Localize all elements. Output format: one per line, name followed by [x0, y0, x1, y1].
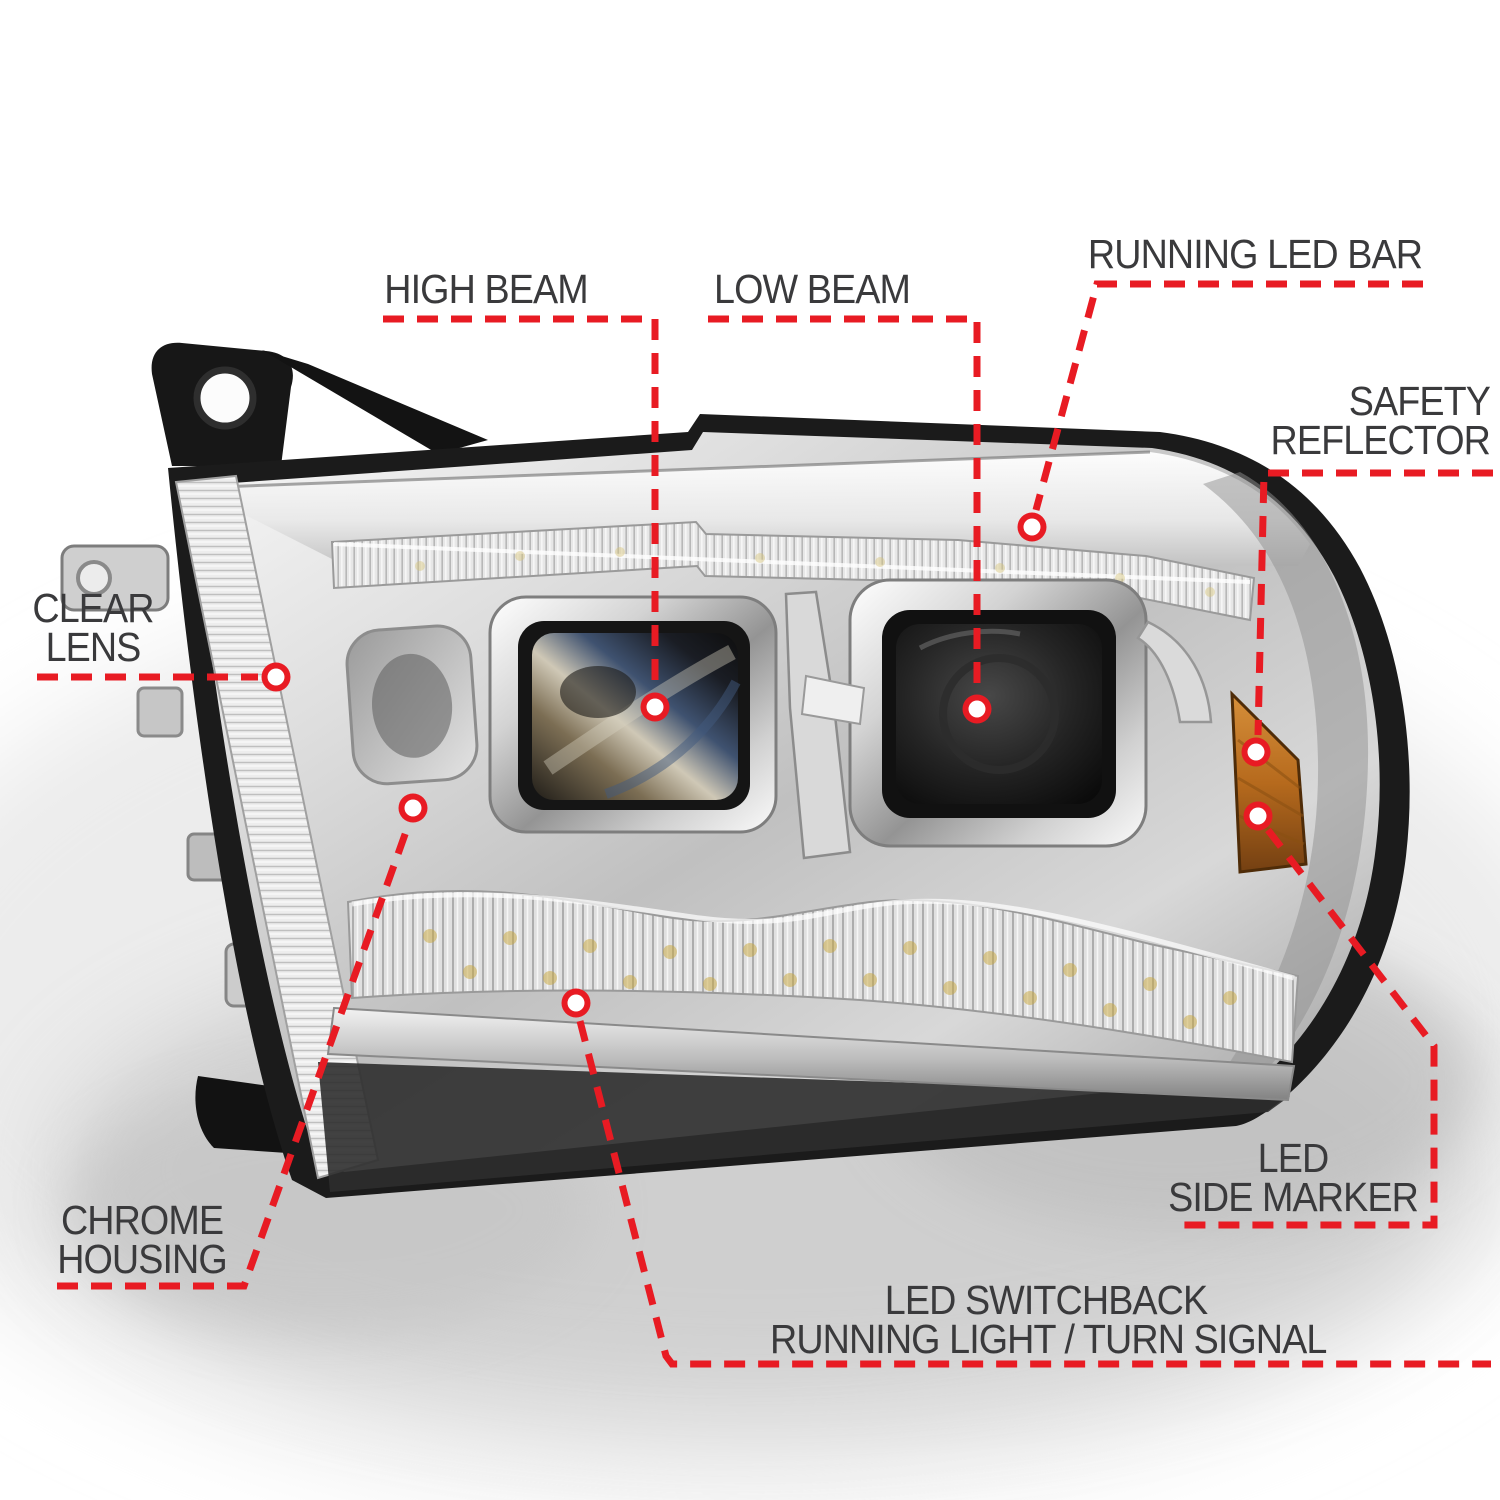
- callout-label-low-beam: LOW BEAM: [628, 266, 996, 312]
- label-text: LENS: [45, 624, 142, 670]
- dot-low-beam: [962, 694, 992, 724]
- leader-chrome-housing: [57, 824, 412, 1290]
- label-text: SIDE MARKER: [1168, 1174, 1419, 1220]
- high-beam-projector: [488, 595, 778, 834]
- label-text: LOW BEAM: [714, 266, 911, 312]
- label-text: CHROME: [60, 1197, 224, 1243]
- center-chrome-divider: [784, 590, 866, 860]
- low-beam-projector: [848, 578, 1148, 848]
- dot-running-led-bar: [1017, 512, 1047, 542]
- left-reflector-recess: [345, 624, 479, 786]
- callout-leader-lines: [37, 280, 1493, 1368]
- dot-led-side-marker: [1243, 801, 1273, 831]
- label-text: REFLECTOR: [1270, 417, 1491, 463]
- headlight-housing: [168, 414, 1410, 1198]
- dot-safety-reflector: [1241, 737, 1271, 767]
- dot-led-switchback: [561, 988, 591, 1018]
- leader-high-beam: [383, 315, 659, 688]
- label-text: CLEAR: [32, 585, 154, 631]
- callout-label-running-led-bar: RUNNING LED BAR: [1071, 231, 1439, 277]
- label-text: RUNNING LED BAR: [1087, 231, 1423, 277]
- leader-low-beam: [708, 315, 981, 688]
- upper-led-bar-strip: [330, 520, 1256, 622]
- callout-label-led-switchback: LED SWITCHBACK RUNNING LIGHT / TURN SIGN…: [770, 1277, 1327, 1362]
- leader-led-switchback: [576, 1020, 1491, 1368]
- dot-clear-lens: [261, 662, 291, 692]
- callout-anchor-dots: [261, 512, 1273, 1018]
- lower-ribbed-light-strip: [346, 889, 1300, 1064]
- label-text: HIGH BEAM: [384, 266, 588, 312]
- leader-safety-reflector: [1254, 469, 1493, 736]
- callout-label-led-side-marker: LED SIDE MARKER: [1109, 1135, 1477, 1220]
- callout-label-clear-lens: CLEAR LENS: [0, 585, 277, 670]
- callout-label-chrome-housing: CHROME HOUSING: [0, 1197, 326, 1282]
- leader-led-side-marker: [1172, 827, 1438, 1229]
- leader-running-led-bar: [1032, 280, 1423, 511]
- label-text: LED: [1257, 1135, 1330, 1181]
- callout-label-high-beam: HIGH BEAM: [302, 266, 670, 312]
- label-text: HOUSING: [57, 1236, 228, 1282]
- label-text: LED SWITCHBACK: [884, 1277, 1208, 1323]
- dot-high-beam: [640, 692, 670, 722]
- low-beam-projector-lens: [896, 624, 1102, 804]
- callout-label-safety-reflector: SAFETY REFLECTOR: [1122, 378, 1491, 463]
- label-text: RUNNING LIGHT / TURN SIGNAL: [770, 1316, 1327, 1362]
- label-text: SAFETY: [1348, 378, 1491, 424]
- dot-chrome-housing: [398, 793, 428, 823]
